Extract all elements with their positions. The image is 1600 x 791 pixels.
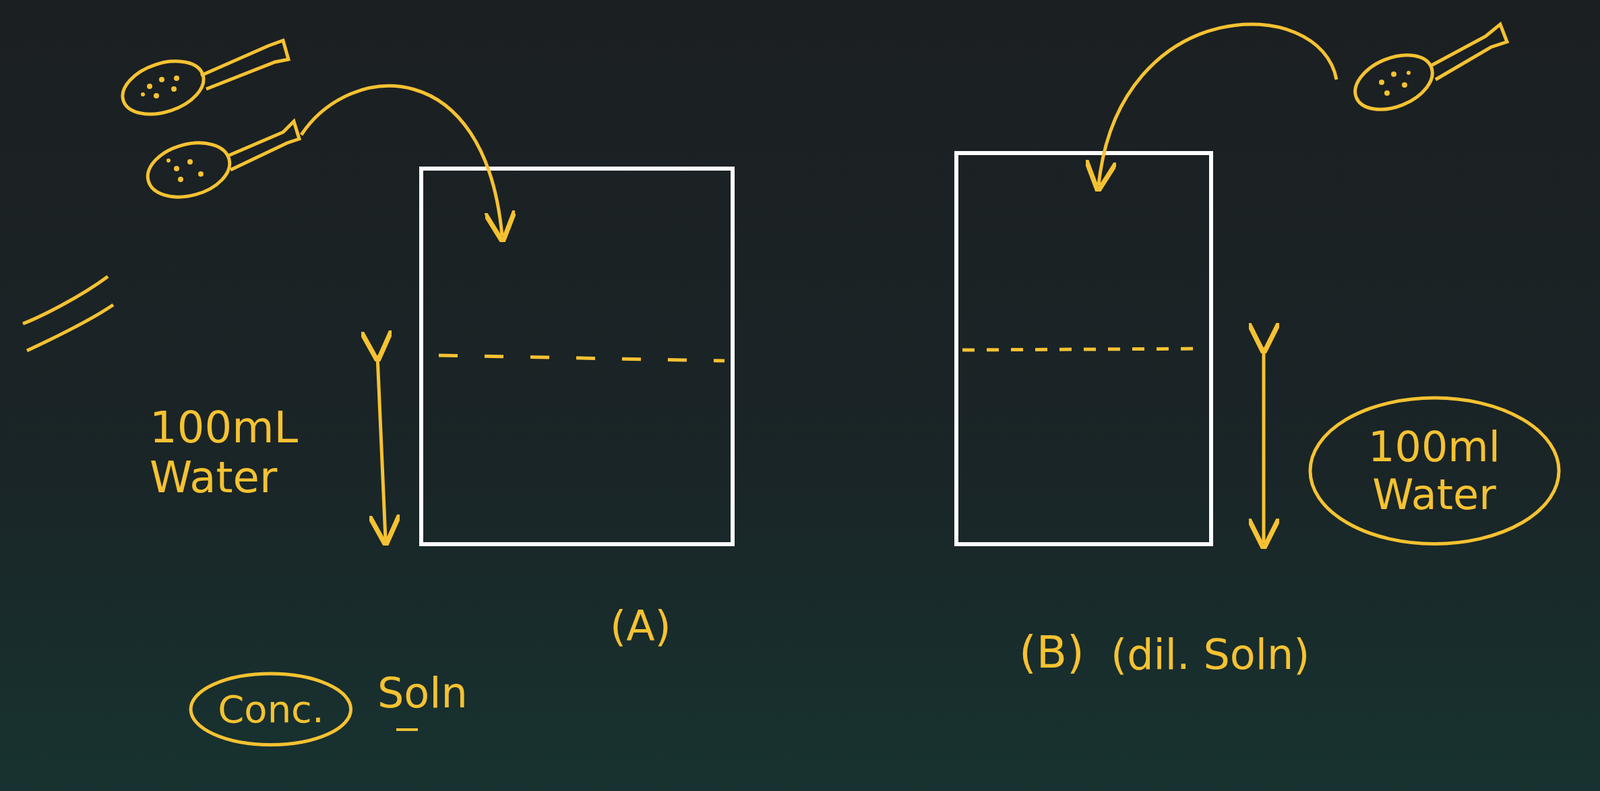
annotation-label: (A)	[609, 601, 672, 650]
circled-note: 100ml Water	[1308, 395, 1561, 546]
note-text: Conc.	[217, 687, 324, 731]
spoon	[115, 40, 289, 124]
note-text: 100ml Water	[1349, 422, 1519, 519]
tick-mark	[26, 304, 114, 351]
pour-arrow	[1098, 24, 1337, 186]
beaker-b	[956, 152, 1212, 544]
annotation-label: (dil. Soln)	[1110, 630, 1310, 679]
pour-arrow	[301, 86, 503, 236]
spoon	[1347, 24, 1507, 120]
underline	[396, 727, 418, 731]
annotation-label: (B)	[1019, 626, 1085, 679]
annotation-label: Soln	[377, 668, 468, 717]
circle-outline	[190, 673, 352, 745]
volume-arrow	[1262, 347, 1266, 543]
beaker-a	[421, 168, 733, 544]
water-level	[438, 355, 725, 361]
circled-note: Conc.	[188, 671, 354, 747]
water-level	[962, 348, 1202, 350]
annotation-label: 100mL Water	[149, 403, 312, 503]
spoon	[141, 121, 300, 206]
circle-outline	[1310, 397, 1559, 544]
volume-arrow	[377, 355, 386, 540]
